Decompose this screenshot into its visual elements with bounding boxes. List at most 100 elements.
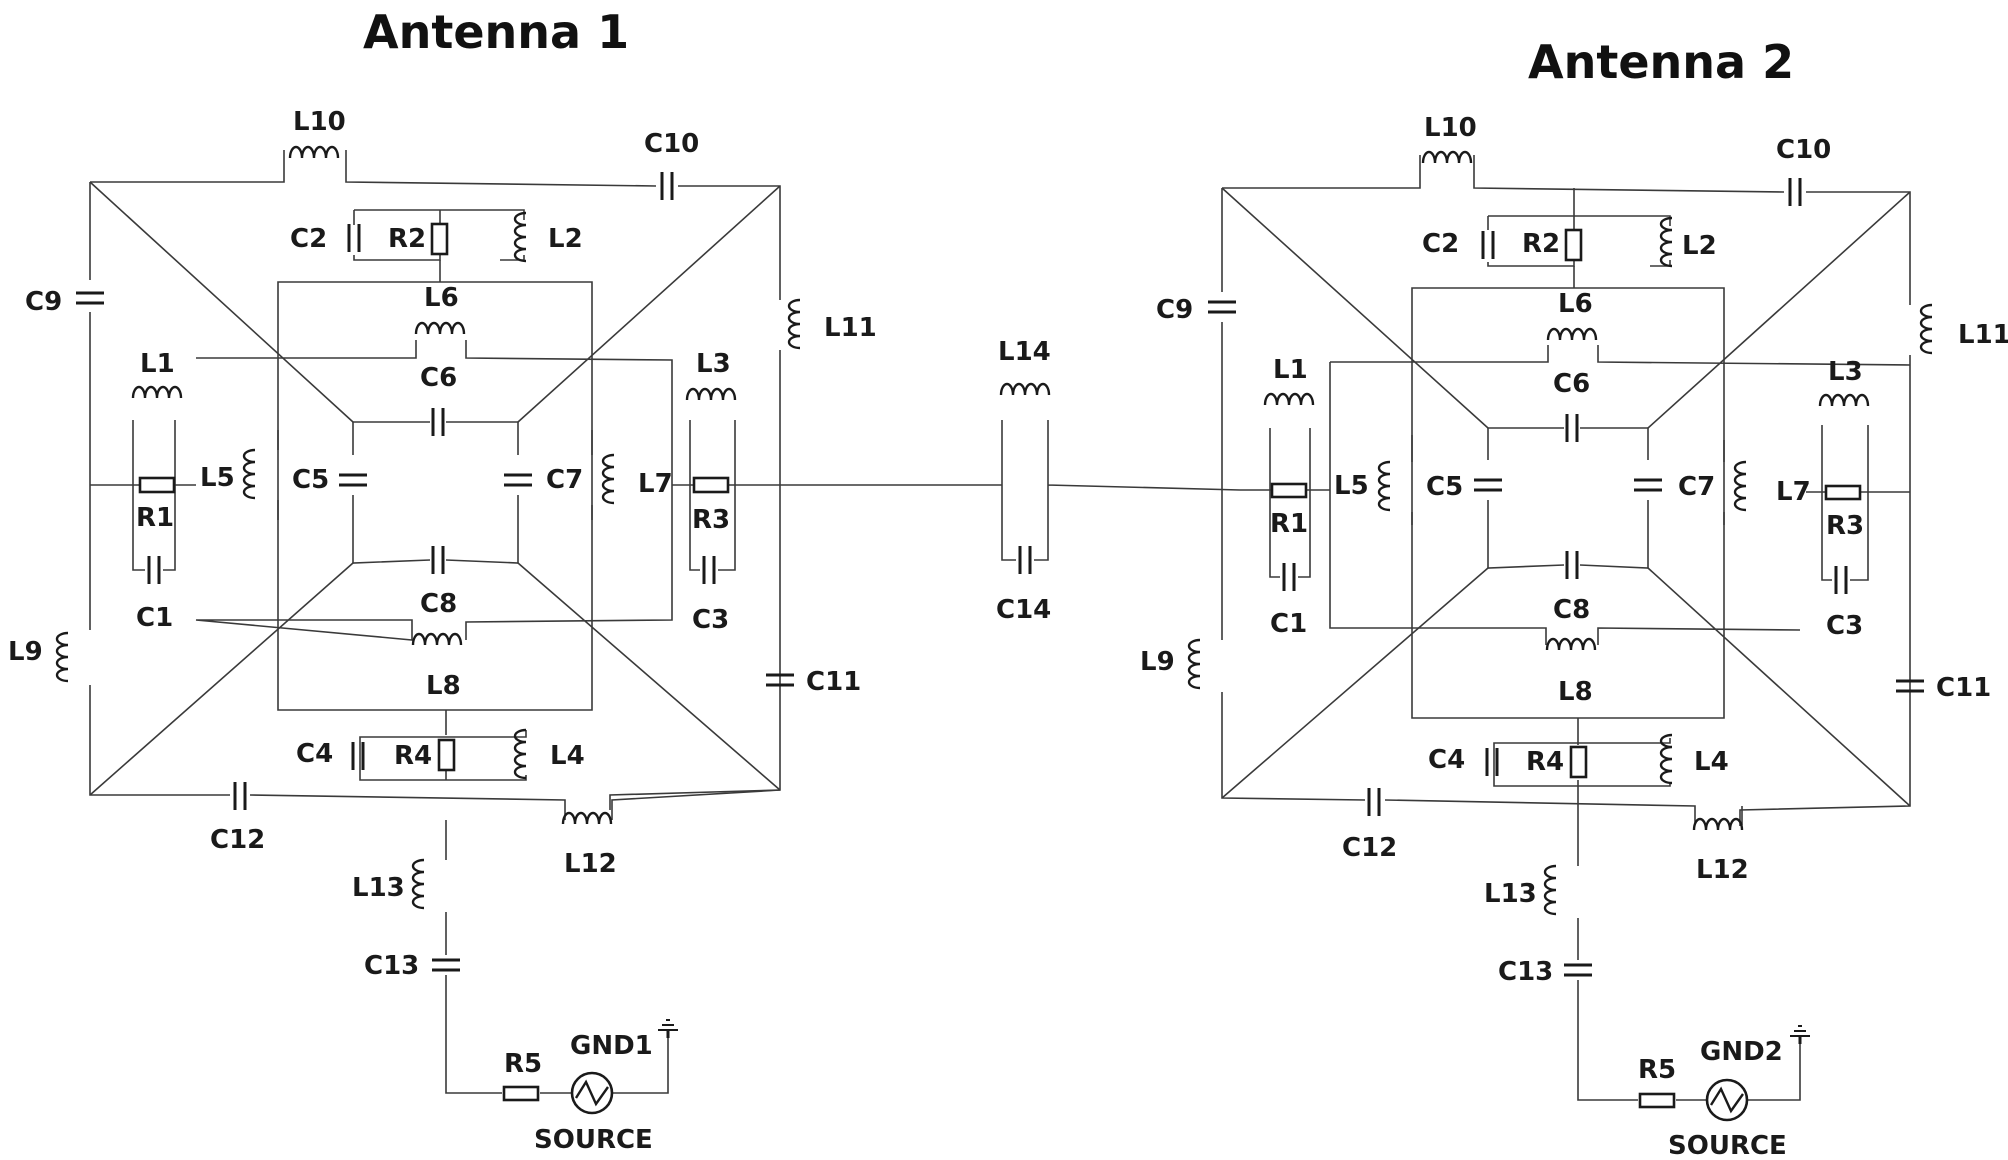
label-l6: L6: [1558, 289, 1593, 319]
ground-icon: [658, 1019, 678, 1038]
label-r4: R4: [1526, 747, 1564, 777]
label-c2: C2: [1422, 229, 1459, 259]
outer-frame-wires: [1221, 155, 1911, 826]
c5-capacitor-icon: [1472, 478, 1504, 492]
label-l8: L8: [1558, 677, 1593, 707]
label-c2: C2: [290, 224, 327, 254]
r5-resistor-icon: [1638, 1092, 1676, 1109]
c10-capacitor-icon: [1788, 176, 1802, 208]
c2-capacitor-icon: [347, 222, 361, 254]
left-cluster-wires: [1240, 428, 1330, 578]
label-c8: C8: [420, 589, 457, 619]
label-l7: L7: [638, 469, 673, 499]
label-c3: C3: [692, 605, 729, 635]
l7-inductor-icon: [1733, 460, 1748, 512]
inner-square-wires: [1487, 427, 1649, 569]
label-r3: R3: [692, 505, 730, 535]
l11-inductor-icon: [787, 298, 802, 350]
label-c10: C10: [644, 129, 699, 159]
label-l10: L10: [1424, 113, 1477, 143]
label-l4: L4: [1694, 747, 1729, 777]
r3-resistor-icon: [692, 476, 730, 494]
label-c6: C6: [420, 363, 457, 393]
label-gnd: GND2: [1700, 1037, 1783, 1067]
side-inductor-wires: [1411, 435, 1725, 525]
l6-inductor-icon: [1546, 327, 1598, 342]
label-r1: R1: [1270, 509, 1308, 539]
feed-wires: [445, 820, 669, 1094]
label-r1: R1: [136, 503, 174, 533]
label-l6: L6: [424, 283, 459, 313]
c4-capacitor-icon: [351, 740, 365, 772]
label-r4: R4: [394, 741, 432, 771]
label-l2: L2: [548, 224, 583, 254]
r4-resistor-icon: [1569, 745, 1588, 779]
right-cluster-wires: [1806, 425, 1910, 581]
c14-capacitor-icon: [1018, 544, 1032, 576]
label-c12: C12: [210, 825, 265, 855]
label-c4: C4: [296, 739, 333, 769]
label-l5: L5: [200, 463, 235, 493]
l13-inductor-icon: [1543, 864, 1558, 916]
label-l1: L1: [140, 349, 175, 379]
label-c8: C8: [1553, 595, 1590, 625]
label-l9: L9: [8, 637, 43, 667]
l3-inductor-icon: [685, 387, 737, 402]
r5-resistor-icon: [502, 1085, 540, 1102]
antenna-1: Antenna 1: [8, 5, 1002, 1155]
r2-resistor-icon: [1564, 228, 1583, 262]
l12-inductor-icon: [561, 811, 613, 826]
label-c10: C10: [1776, 135, 1831, 165]
label-c11: C11: [1936, 673, 1991, 703]
label-l4: L4: [550, 741, 585, 771]
c8-capacitor-icon: [431, 544, 445, 576]
ground-icon: [1790, 1025, 1810, 1044]
l3-inductor-icon: [1818, 393, 1870, 408]
l8-inductor-icon: [411, 632, 463, 647]
label-c5: C5: [292, 465, 329, 495]
label-gnd: GND1: [570, 1031, 653, 1061]
c9-capacitor-icon: [1206, 300, 1238, 314]
l10-inductor-icon: [288, 145, 340, 160]
inner-square-wires: [352, 421, 519, 564]
label-l12: L12: [1696, 855, 1749, 885]
label-r2: R2: [1522, 229, 1560, 259]
source-icon: [1705, 1078, 1749, 1122]
label-l13: L13: [352, 873, 405, 903]
label-c7: C7: [546, 465, 583, 495]
outer-frame-wires: [89, 150, 781, 820]
r2-resistor-icon: [430, 222, 449, 256]
label-l10: L10: [293, 107, 346, 137]
l10-inductor-icon: [1421, 150, 1473, 165]
label-l11: L11: [1958, 320, 2008, 350]
label-l2: L2: [1682, 231, 1717, 261]
label-c11: C11: [806, 667, 861, 697]
l12-inductor-icon: [1692, 817, 1744, 832]
l13-inductor-icon: [411, 858, 426, 910]
antenna-title: Antenna 2: [1528, 35, 1794, 89]
label-l9: L9: [1140, 647, 1175, 677]
top-cluster-wires: [277, 209, 593, 711]
left-cluster-wires: [90, 420, 196, 571]
label-l3: L3: [1828, 357, 1863, 387]
label-l12: L12: [564, 849, 617, 879]
label-c5: C5: [1426, 472, 1463, 502]
label-c4: C4: [1428, 745, 1465, 775]
l8-inductor-icon: [1545, 637, 1597, 652]
label-c1: C1: [1270, 609, 1307, 639]
right-cluster-wires: [672, 420, 1002, 571]
source-icon: [570, 1071, 614, 1115]
label-r5: R5: [504, 1049, 542, 1079]
label-l8: L8: [426, 671, 461, 701]
label-r3: R3: [1826, 511, 1864, 541]
label-c3: C3: [1826, 611, 1863, 641]
middle-frame-wires: [1329, 345, 1911, 645]
side-inductor-wires: [277, 430, 593, 520]
label-c6: C6: [1553, 369, 1590, 399]
l9-inductor-icon: [1187, 638, 1202, 690]
label-c13: C13: [1498, 957, 1553, 987]
label-l1: L1: [1273, 355, 1308, 385]
c13-capacitor-icon: [1562, 963, 1594, 977]
label-source: SOURCE: [534, 1125, 653, 1155]
top-cluster-wires: [1411, 188, 1725, 719]
